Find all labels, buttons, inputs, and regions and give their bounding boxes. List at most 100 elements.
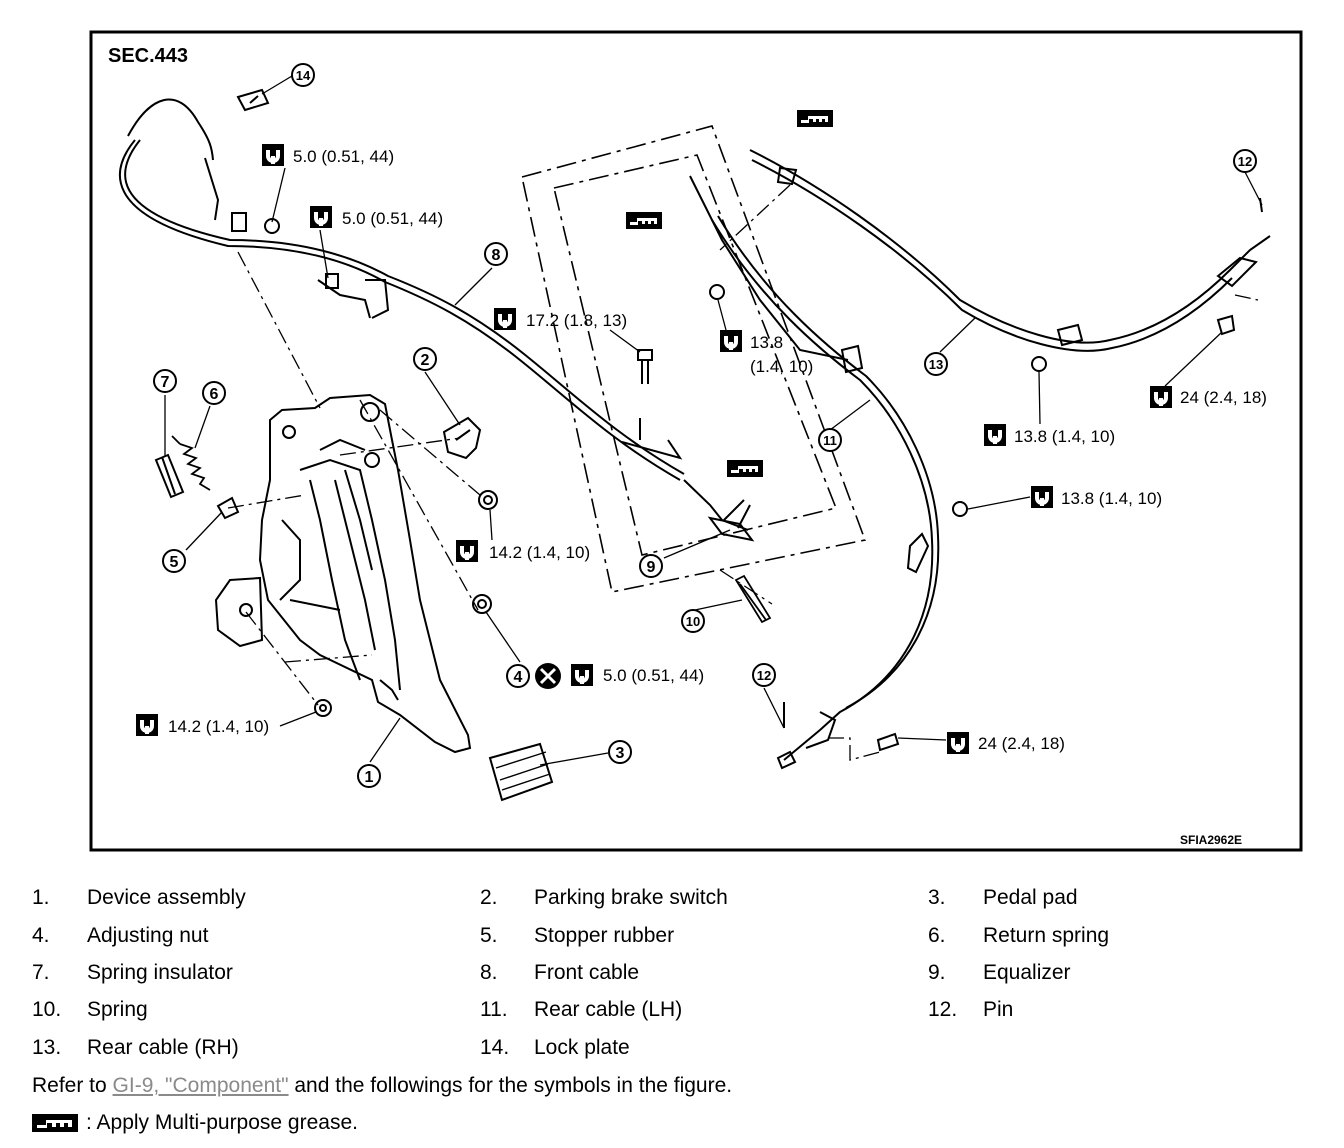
torque-label-5: 13.8 (1.4, 10) [984,371,1115,446]
grease-note: : Apply Multi-purpose grease. [32,1111,358,1135]
reference-note: Refer to GI-9, "Component" and the follo… [32,1074,732,1098]
legend-text: Return spring [983,924,1110,947]
callout-number: 12 [757,668,771,683]
torque-value: 24 (2.4, 18) [1180,388,1267,407]
torque-value: 13.8 [750,333,783,352]
callout-number: 14 [296,68,311,83]
legend-number: 1. [32,886,50,909]
spring-insulator [154,453,185,499]
callout-13: 13 [924,352,948,376]
torque-wrench-icon [456,540,478,562]
return-spring [171,435,211,491]
torque-value-unit: (1.4, 10) [750,357,813,376]
callout-number: 2 [421,352,430,369]
callout-8: 8 [484,242,508,266]
legend-text: Pin [983,998,1014,1021]
bolt-17-2 [637,349,653,384]
callout-number: 1 [365,769,374,786]
component-link[interactable]: GI-9, "Component" [112,1074,289,1097]
rear-cable-lh [711,215,940,770]
rear-cable-rh [749,149,1271,352]
legend-text: Lock plate [534,1036,630,1059]
legend-number: 2. [480,886,498,909]
legend-text: Parking brake switch [534,886,728,909]
torque-label-7: 13.8 (1.4, 10) [967,486,1162,510]
torque-wrench-icon [262,144,284,166]
callout-12-lower: 12 [752,663,776,687]
device-assembly [214,393,472,754]
callout-7: 7 [153,369,177,393]
torque-value: 5.0 (0.51, 44) [293,147,394,166]
torque-wrench-icon [720,330,742,352]
torque-label-1: 5.0 (0.51, 44) [262,144,394,223]
torque-value: 13.8 (1.4, 10) [1014,427,1115,446]
legend-number: 3. [928,886,946,909]
legend-text: Rear cable (RH) [87,1036,239,1059]
legend-number: 6. [928,924,946,947]
torque-wrench-icon [136,714,158,736]
legend-number: 11. [480,998,508,1021]
legend-row: 10. Spring 11. Rear cable (LH) 12. Pin [0,998,1344,1035]
parking-brake-switch [442,416,482,460]
legend-number: 4. [32,924,50,947]
torque-label-11: 24 (2.4, 18) [897,732,1065,754]
legend-text: Stopper rubber [534,924,675,947]
do-not-reuse-icon [535,663,561,689]
torque-value: 17.2 (1.8, 13) [526,311,627,330]
torque-value: 5.0 (0.51, 44) [603,666,704,685]
torque-wrench-icon [494,308,516,330]
torque-label-2: 5.0 (0.51, 44) [310,206,443,279]
nuts [216,218,1236,752]
torque-label-6: 24 (2.4, 18) [1150,331,1267,408]
callout-2: 2 [413,347,437,371]
grease-symbol-2 [626,212,662,229]
grease-symbol-1 [797,110,833,127]
torque-label-4: 13.8 (1.4, 10) [717,299,813,376]
torque-label-10: 14.2 (1.4, 10) [136,711,317,736]
callout-number: 12 [1238,154,1252,169]
torque-value: 14.2 (1.4, 10) [168,717,269,736]
legend-text: Spring [87,998,148,1021]
legend-text: Pedal pad [983,886,1078,909]
torque-wrench-icon [571,664,593,686]
callout-1: 1 [357,764,381,788]
callout-number: 3 [616,745,625,762]
reference-prefix: Refer to [32,1074,113,1097]
legend-number: 8. [480,961,498,984]
callout-12-upper: 12 [1233,149,1257,173]
legend-row: 13. Rear cable (RH) 14. Lock plate [0,1036,1344,1073]
legend-number: 10. [32,998,62,1021]
legend-row: 7. Spring insulator 8. Front cable 9. Eq… [0,961,1344,998]
legend-row: 1. Device assembly 2. Parking brake swit… [0,886,1344,923]
legend-number: 9. [928,961,946,984]
callout-3: 3 [608,740,632,764]
figure-code: SFIA2962E [1180,833,1242,847]
callout-11: 11 [818,428,842,452]
callout-number: 6 [210,386,219,403]
legend-number: 7. [32,961,50,984]
torque-wrench-icon [1150,386,1172,408]
legend-text: Front cable [534,961,640,984]
pedal-pad [488,742,554,802]
legend-text: Spring insulator [87,961,233,984]
grease-symbol-3 [727,460,763,477]
legend-number: 5. [480,924,498,947]
legend-text: Rear cable (LH) [534,998,683,1021]
callout-number: 11 [823,433,837,448]
callout-6: 6 [202,381,226,405]
torque-wrench-icon [947,732,969,754]
legend-row: 4. Adjusting nut 5. Stopper rubber 6. Re… [0,924,1344,961]
callout-number: 10 [686,614,700,629]
front-cable [119,98,685,481]
torque-label-8: 14.2 (1.4, 10) [456,509,590,562]
grease-text: : Apply Multi-purpose grease. [86,1111,358,1134]
torque-value: 5.0 (0.51, 44) [342,209,443,228]
callout-5: 5 [162,549,186,573]
reference-suffix: and the followings for the symbols in th… [288,1074,733,1097]
torque-wrench-icon [310,206,332,228]
callout-14: 14 [291,63,315,87]
callout-number: 8 [492,247,501,264]
lock-plate [236,88,270,112]
torque-value: 24 (2.4, 18) [978,734,1065,753]
section-label: SEC.443 [108,45,188,67]
